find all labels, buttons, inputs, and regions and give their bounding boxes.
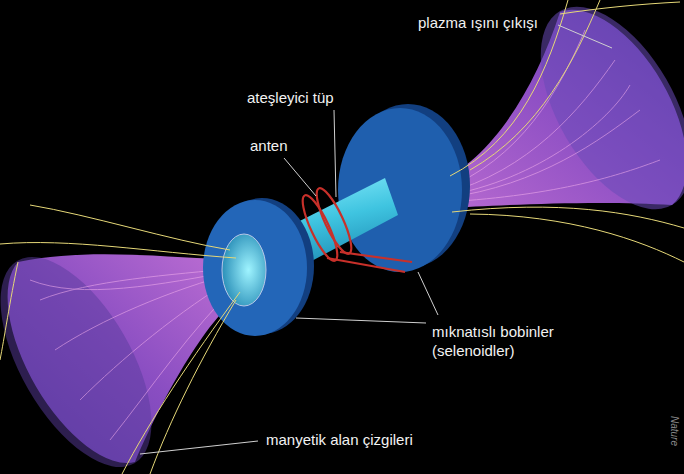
plasma-cone-right bbox=[438, 0, 684, 234]
leader-lines bbox=[140, 25, 612, 454]
part-label: plazma ışını çıkışı bbox=[418, 13, 538, 32]
part-label: mıknatıslı bobinler (selenoidler) bbox=[432, 322, 592, 360]
magnet-coil-right bbox=[338, 104, 470, 272]
magnet-coil-left bbox=[203, 198, 314, 336]
part-label: manyetik alan çizgileri bbox=[266, 430, 413, 449]
part-label: anten bbox=[250, 136, 288, 155]
antenna bbox=[297, 185, 412, 272]
part-label: ateşleyici tüp bbox=[247, 88, 334, 107]
watermark: Nature bbox=[668, 416, 680, 446]
